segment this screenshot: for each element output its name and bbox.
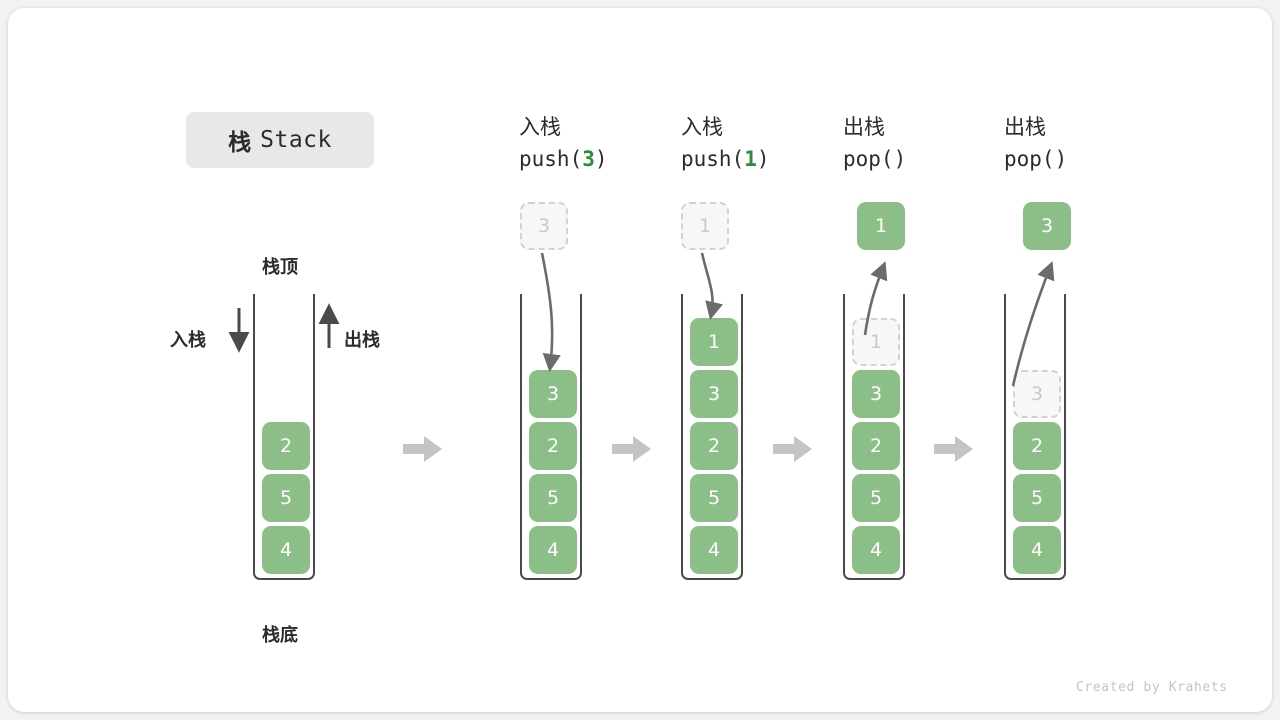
stack-cell: 5 [529,474,577,522]
step-heading-cn: 入栈 [519,115,561,139]
stack-cell: 4 [529,526,577,574]
stack-cell: 4 [690,526,738,574]
stack-cell: 3 [529,370,577,418]
step-header-push-3: 入栈 push(3) [519,112,689,176]
stack-cell: 5 [852,474,900,522]
step-heading-code: pop() [1004,147,1068,171]
stack-cell: 5 [262,474,310,522]
stack-cell: 4 [262,526,310,574]
stack-container-initial: 2 5 4 [253,294,315,580]
label-stack-top: 栈顶 [262,257,298,278]
step-header-pop-1: 出栈 pop() [843,112,1013,176]
label-pop-side: 出栈 [344,330,380,351]
stack-cell: 2 [262,422,310,470]
stack-cell-ghost: 1 [852,318,900,366]
floating-element-push-1: 1 [681,202,729,250]
stack-cells-push-3: 3 2 5 4 [522,370,584,576]
separator-arrow-right-icon [403,436,442,462]
floating-element-push-3: 3 [520,202,568,250]
stack-container-push-1: 1 3 2 5 4 [681,294,743,580]
label-push-side: 入栈 [170,330,206,351]
stack-cell: 1 [690,318,738,366]
floating-element-pop-3: 3 [1023,202,1071,250]
stack-cells-initial: 2 5 4 [255,422,317,576]
step-heading-code: push(3) [519,147,608,171]
stack-cell: 5 [1013,474,1061,522]
floating-element-pop-1: 1 [857,202,905,250]
diagram-title: 栈 Stack [186,112,374,168]
step-heading-cn: 出栈 [1004,115,1046,139]
label-stack-bottom: 栈底 [262,625,298,646]
separator-arrow-right-icon [934,436,973,462]
step-heading-cn: 入栈 [681,115,723,139]
footer-credit: Created by Krahets [1076,680,1228,695]
stack-container-pop-1: 1 3 2 5 4 [843,294,905,580]
stack-container-push-3: 3 2 5 4 [520,294,582,580]
step-header-pop-3: 出栈 pop() [1004,112,1174,176]
stack-cell: 2 [690,422,738,470]
stack-cell: 4 [1013,526,1061,574]
stack-cell: 3 [852,370,900,418]
stack-cell: 2 [852,422,900,470]
separator-arrow-right-icon [612,436,651,462]
title-en: Stack [260,127,332,153]
stack-cell: 2 [1013,422,1061,470]
stack-cell-ghost: 3 [1013,370,1061,418]
stack-cell: 5 [690,474,738,522]
step-heading-code: push(1) [681,147,770,171]
step-header-push-1: 入栈 push(1) [681,112,851,176]
stack-cell: 4 [852,526,900,574]
diagram-canvas: 栈 Stack 栈顶 栈底 入栈 出栈 2 5 4 入栈 push(3) 3 3… [8,8,1272,712]
separator-arrow-right-icon [773,436,812,462]
step-heading-cn: 出栈 [843,115,885,139]
stack-cell: 2 [529,422,577,470]
stack-cells-pop-1: 1 3 2 5 4 [845,318,907,576]
title-cn: 栈 [228,130,252,156]
diagram-stage: 栈 Stack 栈顶 栈底 入栈 出栈 2 5 4 入栈 push(3) 3 3… [8,8,1272,712]
stack-cells-pop-3: 3 2 5 4 [1006,370,1068,576]
stack-cells-push-1: 1 3 2 5 4 [683,318,745,576]
stack-cell: 3 [690,370,738,418]
step-heading-code: pop() [843,147,907,171]
stack-container-pop-3: 3 2 5 4 [1004,294,1066,580]
